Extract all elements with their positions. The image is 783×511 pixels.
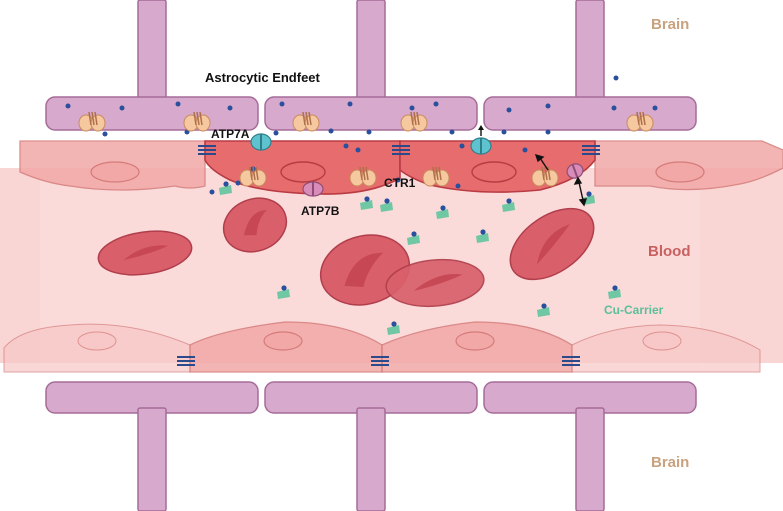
- copper-ion: [328, 128, 334, 134]
- copper-ion: [119, 105, 125, 111]
- copper-ion: [522, 147, 528, 153]
- copper-ion: [343, 143, 349, 149]
- atp7a-icon: [250, 133, 272, 151]
- copper-ion: [459, 143, 465, 149]
- atp7b-pumps: [302, 163, 584, 197]
- copper-ion: [273, 130, 279, 136]
- cu-carrier-icon: [537, 303, 550, 317]
- ctr1-transporter-icon: [531, 166, 559, 187]
- copper-ion: [366, 129, 372, 135]
- copper-ion: [65, 103, 71, 109]
- cu-carrier-label: Cu-Carrier: [604, 303, 664, 317]
- copper-ion: [501, 129, 507, 135]
- copper-ion: [409, 105, 415, 111]
- blood-label: Blood: [648, 243, 691, 260]
- ctr1-transporter-icon: [239, 166, 267, 187]
- tight-junctions: [177, 145, 600, 366]
- ctr1-transporter-icon: [349, 166, 377, 187]
- copper-ion: [613, 75, 619, 81]
- red-blood-cell: [509, 207, 595, 281]
- copper-ion: [175, 101, 181, 107]
- cu-carrier-icon: [608, 285, 621, 299]
- copper-ion: [227, 105, 233, 111]
- endothelium-bottom: [3, 321, 761, 373]
- copper-ion: [235, 180, 241, 186]
- red-blood-cell: [97, 230, 193, 276]
- cu-carrier-icon: [476, 229, 489, 243]
- tight-junction-icon: [371, 356, 389, 366]
- ctr1-label: CTR1: [384, 176, 416, 190]
- cu-carrier-icon: [277, 285, 290, 299]
- tight-junction-icon: [392, 145, 410, 155]
- cu-carrier-icon: [407, 231, 420, 245]
- ctr1-transporter-icon: [626, 111, 654, 132]
- tight-junction-icon: [562, 356, 580, 366]
- ctr1-transporter-icon: [292, 111, 320, 132]
- copper-ion: [455, 183, 461, 189]
- cu-carrier-icon: [219, 181, 232, 195]
- tight-junction-icon: [198, 145, 216, 155]
- cu-carrier-icon: [502, 198, 515, 212]
- astrocyte-top: [45, 0, 697, 131]
- atp7a-pumps: [250, 125, 492, 155]
- copper-ion: [102, 131, 108, 137]
- cu-carrier-icon: [387, 321, 400, 335]
- brain-label-bottom: Brain: [651, 454, 689, 471]
- ctr1-transporter-icon: [422, 166, 450, 187]
- ctr1-transporter-icon: [78, 111, 106, 132]
- ctr1-transporters: [78, 111, 654, 187]
- red-blood-cells: [97, 197, 595, 308]
- atp7b-icon: [566, 163, 584, 179]
- cu-carrier-icon: [436, 205, 449, 219]
- atp7b-label: ATP7B: [301, 204, 340, 218]
- copper-ion: [652, 105, 658, 111]
- copper-ion: [433, 101, 439, 107]
- cu-carrier-icon: [380, 198, 393, 212]
- copper-ion: [611, 105, 617, 111]
- atp7b-icon: [302, 181, 324, 197]
- transport-arrows: [534, 153, 588, 207]
- copper-ion: [355, 147, 361, 153]
- tight-junction-icon: [177, 356, 195, 366]
- astrocytic-endfeet-label: Astrocytic Endfeet: [205, 70, 321, 85]
- brain-label-top: Brain: [651, 16, 689, 33]
- copper-ion: [395, 177, 401, 183]
- copper-ion: [506, 107, 512, 113]
- tight-junction-icon: [582, 145, 600, 155]
- ctr1-transporter-icon: [183, 111, 211, 132]
- copper-ion: [545, 129, 551, 135]
- copper-ion: [279, 101, 285, 107]
- atp7a-icon: [470, 125, 492, 155]
- atp7a-label: ATP7A: [211, 127, 250, 141]
- astrocyte-bottom: [45, 381, 697, 511]
- ctr1-transporter-icon: [400, 111, 428, 132]
- copper-ion: [449, 129, 455, 135]
- copper-ion: [347, 101, 353, 107]
- red-blood-cell: [222, 197, 288, 253]
- cu-carrier-icon: [360, 196, 373, 210]
- copper-ion: [209, 189, 215, 195]
- copper-ion: [545, 103, 551, 109]
- red-blood-cell: [385, 258, 485, 308]
